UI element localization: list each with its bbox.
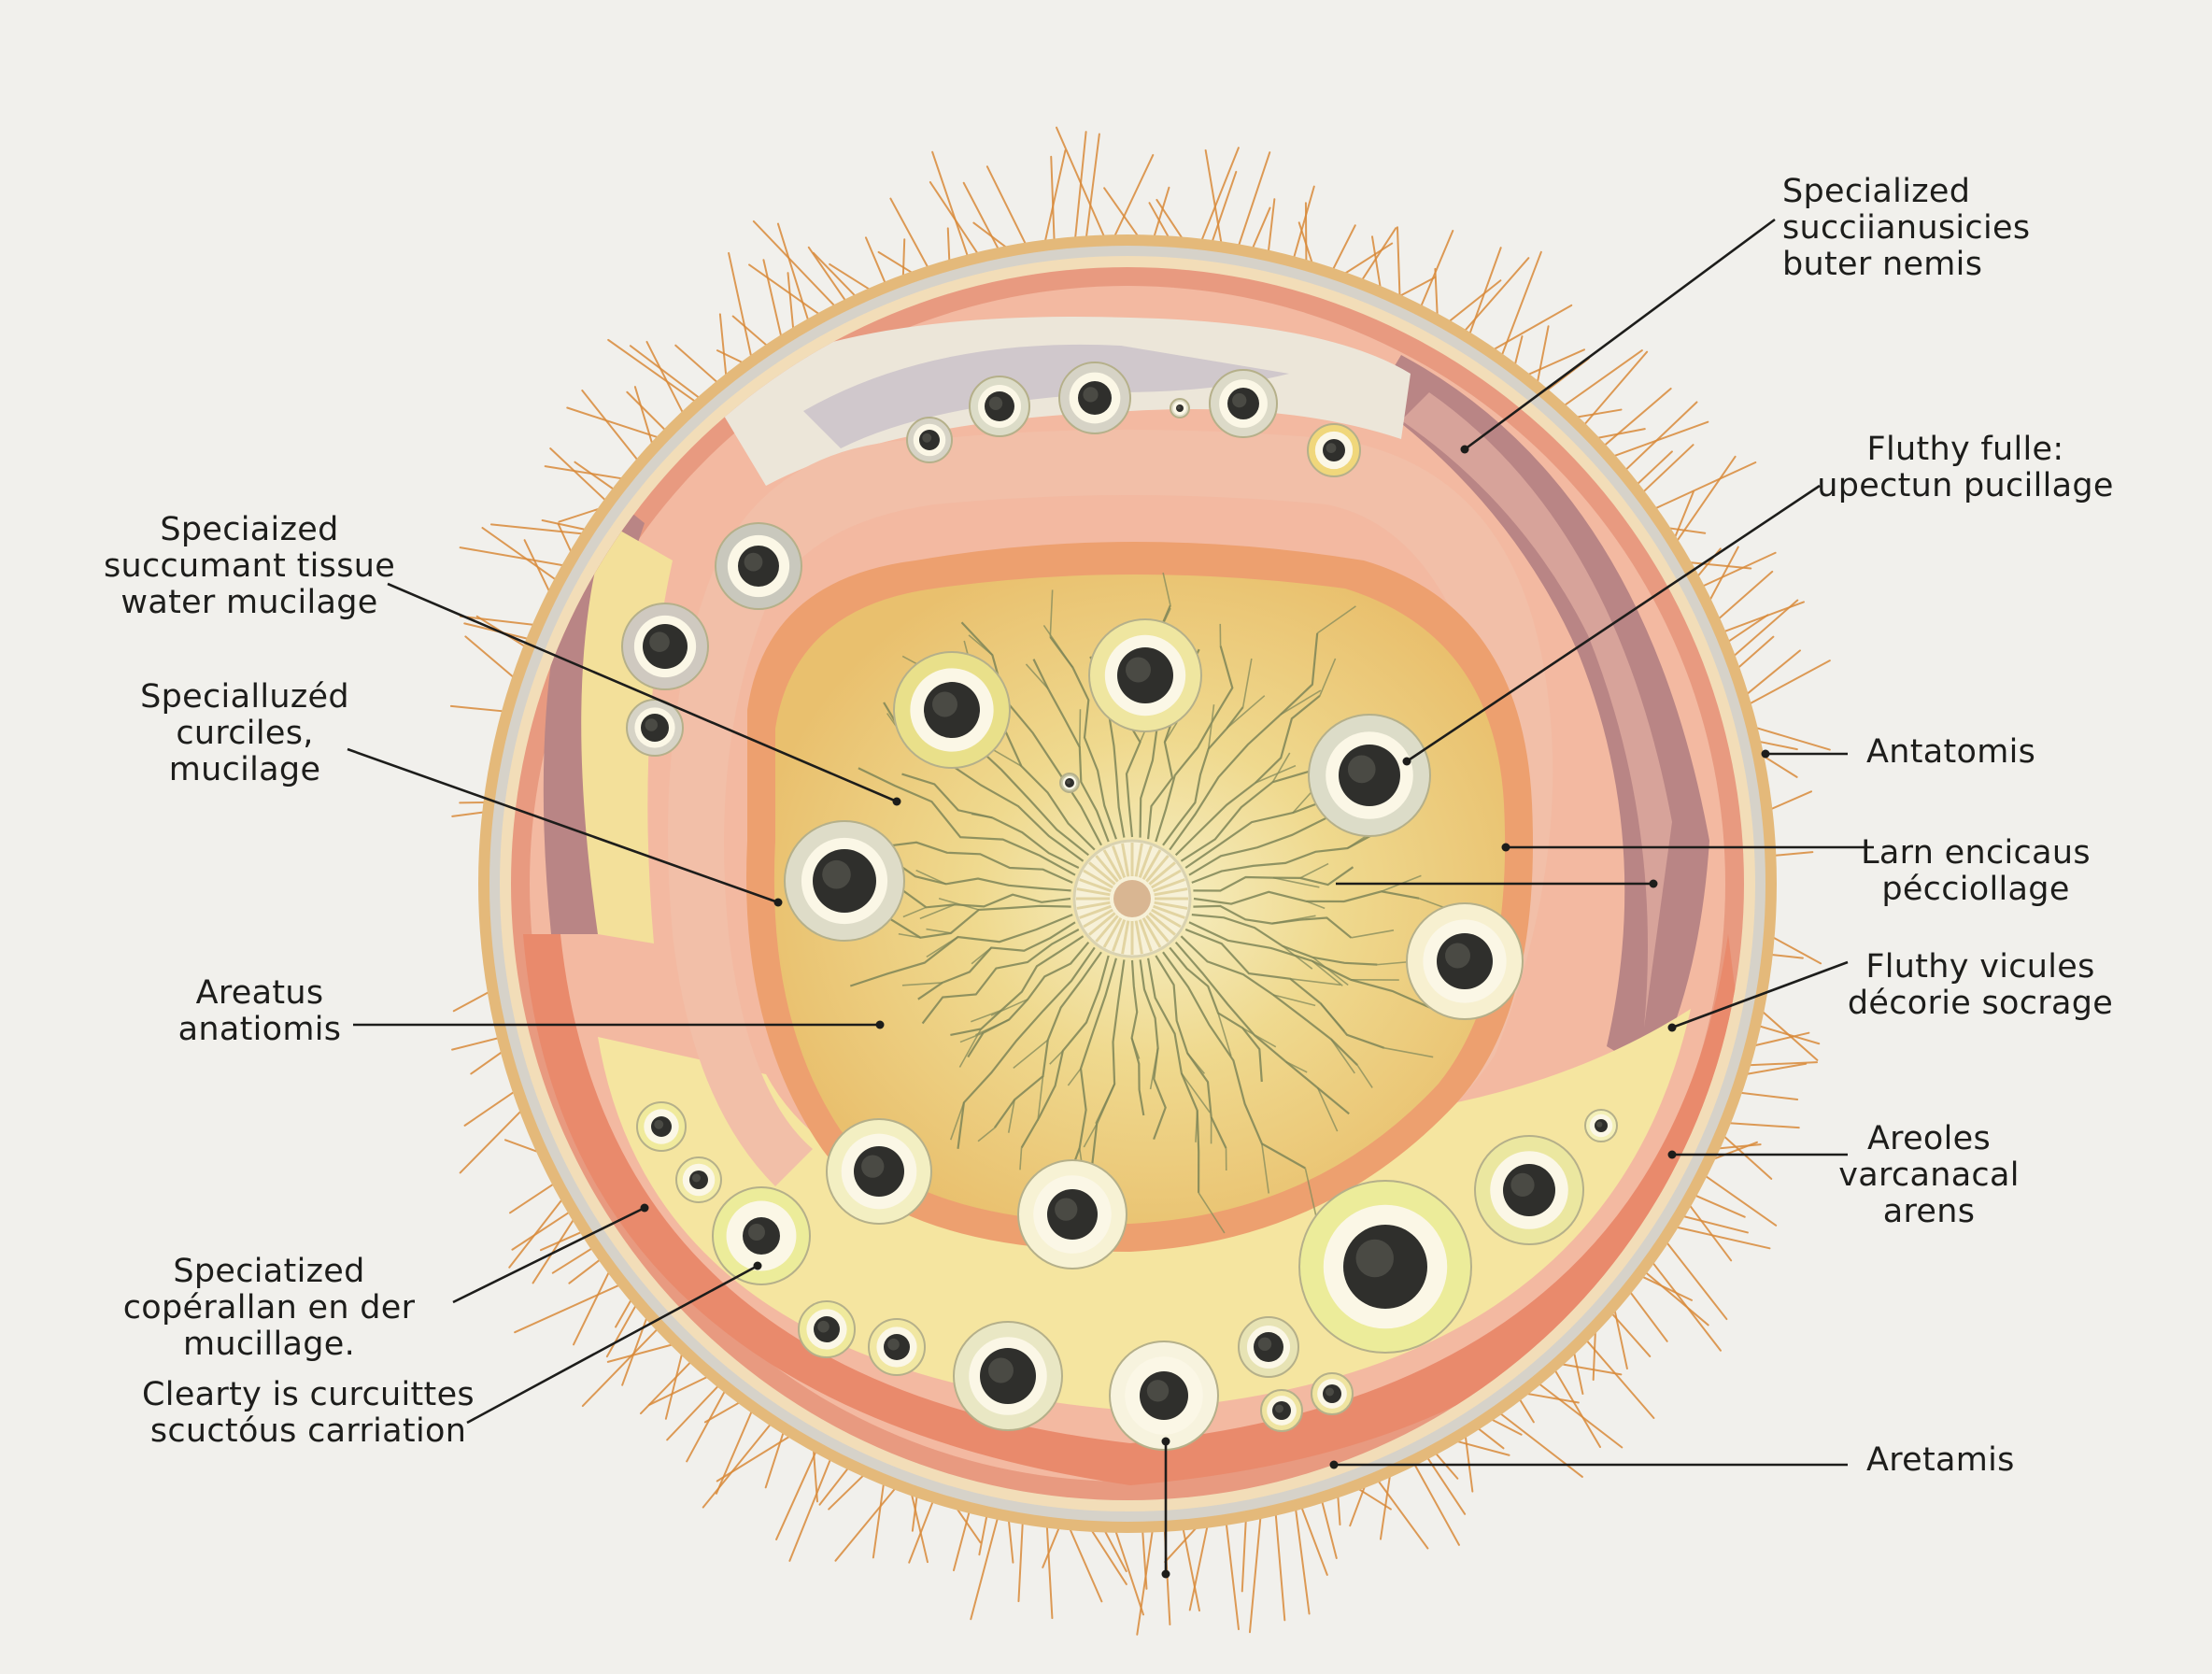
cell-vesicle-highlight — [1146, 1380, 1170, 1402]
cell-vesicle-highlight — [645, 718, 658, 731]
cell-vesicle-highlight — [1347, 755, 1376, 784]
cell-vesicle-highlight — [1596, 1121, 1603, 1128]
cell-vesicle-highlight — [1257, 1337, 1272, 1352]
leader-lines — [347, 218, 1874, 1574]
label-areatus: Areatus anatiomis — [177, 974, 342, 1048]
cell-vesicle-highlight — [744, 552, 763, 572]
rosette-spokes — [1076, 843, 1188, 955]
label-fluthy-vicules: Fluthy vicules décorie socrage — [1847, 948, 2114, 1022]
leader-line — [347, 747, 779, 904]
cell-vesicle-highlight — [1275, 1404, 1283, 1413]
leader-endpoint — [1667, 1023, 1677, 1032]
cell-vesicles — [621, 362, 1618, 1451]
cell-vesicle-highlight — [988, 396, 1003, 410]
label-clearty: Clearty is curcuittes scuctóus carriatio… — [142, 1376, 475, 1450]
cell-vesicle-highlight — [861, 1155, 885, 1178]
cell-vesicle-highlight — [887, 1338, 900, 1351]
cell-vesicle-highlight — [817, 1320, 830, 1333]
leader-endpoint — [773, 898, 783, 907]
label-antatomis: Antatomis — [1866, 733, 2036, 771]
cell-vesicle-highlight — [1355, 1239, 1394, 1278]
cell-vesicle-highlight — [1510, 1172, 1535, 1197]
label-coperallan: Speciatized copérallan en der mucillage. — [122, 1253, 416, 1363]
leader-line — [466, 1264, 759, 1425]
cell-vesicle-highlight — [654, 1119, 664, 1129]
leader-endpoints — [640, 445, 1770, 1579]
label-top-right: Specialized succiianusicies buter nemis — [1782, 173, 2031, 283]
label-aretamis: Aretamis — [1866, 1441, 2015, 1479]
label-larn: Larn encicaus pécciollage — [1861, 834, 2091, 908]
cell-vesicle-highlight — [649, 631, 670, 652]
leader-endpoint — [1161, 1569, 1170, 1579]
label-curciles: Specialluzéd curciles, mucilage — [140, 678, 349, 788]
leader-endpoint — [1460, 445, 1469, 454]
cell-vesicle-highlight — [988, 1357, 1014, 1383]
leader-endpoint — [1161, 1437, 1170, 1446]
leader-endpoint — [1501, 843, 1510, 852]
label-fluthy-fulle: Fluthy fulle: upectun pucillage — [1817, 431, 2114, 504]
cell-vesicle-highlight — [1126, 657, 1151, 683]
leader-endpoint — [1667, 1150, 1677, 1159]
label-areoles: Areoles varcanacal arens — [1838, 1120, 2020, 1230]
leader-endpoint — [892, 797, 901, 806]
label-succumant: Speciaized succumant tissue water mucila… — [103, 511, 396, 621]
cell-vesicle-highlight — [822, 859, 851, 889]
leader-line — [387, 582, 898, 803]
outer-hairs — [449, 126, 1831, 1636]
cell-vesicle-highlight — [692, 1173, 701, 1183]
central-nucleus — [1113, 880, 1151, 917]
leader-line — [1671, 960, 1849, 1029]
leader-line — [1464, 218, 1776, 451]
cell-vesicle-highlight — [1326, 443, 1337, 453]
cell-vesicle-highlight — [1445, 943, 1470, 969]
cell-vesicle-highlight — [1066, 779, 1071, 785]
cell-vesicle-highlight — [922, 433, 932, 443]
cell-vesicle-highlight — [1177, 405, 1181, 410]
leader-endpoint — [753, 1261, 762, 1270]
cell-vesicle-highlight — [748, 1224, 765, 1241]
leader-endpoint — [640, 1203, 649, 1213]
leader-endpoint — [875, 1020, 885, 1029]
leader-endpoint — [1329, 1460, 1339, 1469]
cell-vesicle-highlight — [1232, 392, 1247, 408]
leader-line — [452, 1206, 645, 1304]
cell-vesicle-highlight — [1055, 1198, 1078, 1221]
leader-line — [1406, 484, 1821, 763]
leader-endpoint — [1649, 879, 1658, 888]
cell-vesicle-highlight — [1083, 387, 1099, 403]
leader-endpoint — [1761, 749, 1770, 759]
cell-vesicle-highlight — [932, 691, 957, 717]
cell-vesicle-highlight — [1326, 1387, 1334, 1397]
central-dendritic-network — [844, 572, 1462, 1234]
leader-endpoint — [1402, 757, 1411, 766]
